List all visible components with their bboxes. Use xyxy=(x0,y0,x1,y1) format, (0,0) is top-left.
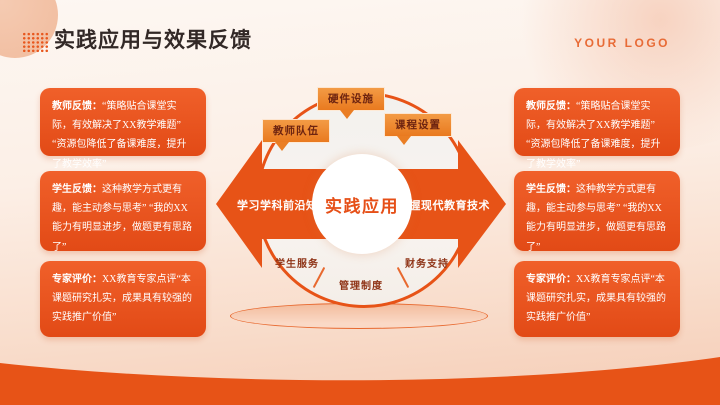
card-teacher-feedback-right: 教师反馈：“策略贴合课堂实际，有效解决了XX教学难题” “资源包降低了备课难度，… xyxy=(514,88,680,170)
card-text: XX教育专家点评“本课题研究扎实，成果具有较强的实践推广价值” xyxy=(526,274,666,324)
center-circle-label: 实践应用 xyxy=(325,196,399,216)
tag-tail-pointer xyxy=(397,136,411,145)
card-label: 专家评价： xyxy=(52,274,102,285)
card-text: “策略贴合课堂实际，有效解决了XX教学难题” “资源包降低了备课难度，提升了教学… xyxy=(526,101,661,170)
card-text: 这种教学方式更有趣，能主动参与思考” “我的XX能力有明显进步，做题更有思路了” xyxy=(526,184,666,253)
card-student-feedback-right: 学生反馈：这种教学方式更有趣，能主动参与思考” “我的XX能力有明显进步，做题更… xyxy=(514,171,680,253)
tag-label: 教师队伍 xyxy=(273,126,319,137)
arrow-label-left: 学习学科前沿知识 xyxy=(237,200,329,212)
card-text: XX教育专家点评“本课题研究扎实，成果具有较强的实践推广价值” xyxy=(52,274,192,324)
dots-grid-icon xyxy=(22,32,49,53)
tag-label: 课程设置 xyxy=(395,120,441,131)
tag-teacher-team: 教师队伍 xyxy=(262,119,330,151)
card-label: 教师反馈： xyxy=(526,101,576,112)
card-expert-review-left: 专家评价：XX教育专家点评“本课题研究扎实，成果具有较强的实践推广价值” xyxy=(40,261,206,337)
segment-management-system: 管理制度 xyxy=(339,281,383,292)
card-expert-review-right: 专家评价：XX教育专家点评“本课题研究扎实，成果具有较强的实践推广价值” xyxy=(514,261,680,337)
card-label: 学生反馈： xyxy=(52,184,102,195)
tag-hardware-facilities: 硬件设施 xyxy=(317,87,385,119)
card-teacher-feedback-left: 教师反馈：“策略贴合课堂实际，有效解决了XX教学难题” “资源包降低了备课难度，… xyxy=(40,88,206,170)
tag-course-setup: 课程设置 xyxy=(384,113,452,145)
segment-financial-support: 财务支持 xyxy=(405,259,449,270)
card-label: 学生反馈： xyxy=(526,184,576,195)
arrow-label-right: 掌握现代教育技术 xyxy=(398,200,490,212)
tag-label: 硬件设施 xyxy=(328,94,374,105)
card-label: 专家评价： xyxy=(526,274,576,285)
card-label: 教师反馈： xyxy=(52,101,102,112)
card-student-feedback-left: 学生反馈：这种教学方式更有趣，能主动参与思考” “我的XX能力有明显进步，做题更… xyxy=(40,171,206,253)
bottom-wave-shape xyxy=(0,357,720,405)
card-text: 这种教学方式更有趣，能主动参与思考” “我的XX能力有明显进步，做题更有思路了” xyxy=(52,184,192,253)
logo-text: YOUR LOGO xyxy=(574,36,670,50)
page-title: 实践应用与效果反馈 xyxy=(54,28,252,52)
segment-student-services: 学生服务 xyxy=(275,259,319,270)
tag-tail-pointer xyxy=(275,142,289,151)
tag-tail-pointer xyxy=(340,110,354,119)
center-circle: 实践应用 xyxy=(312,154,412,254)
card-text: “策略贴合课堂实际，有效解决了XX教学难题” “资源包降低了备课难度，提升了教学… xyxy=(52,101,187,170)
